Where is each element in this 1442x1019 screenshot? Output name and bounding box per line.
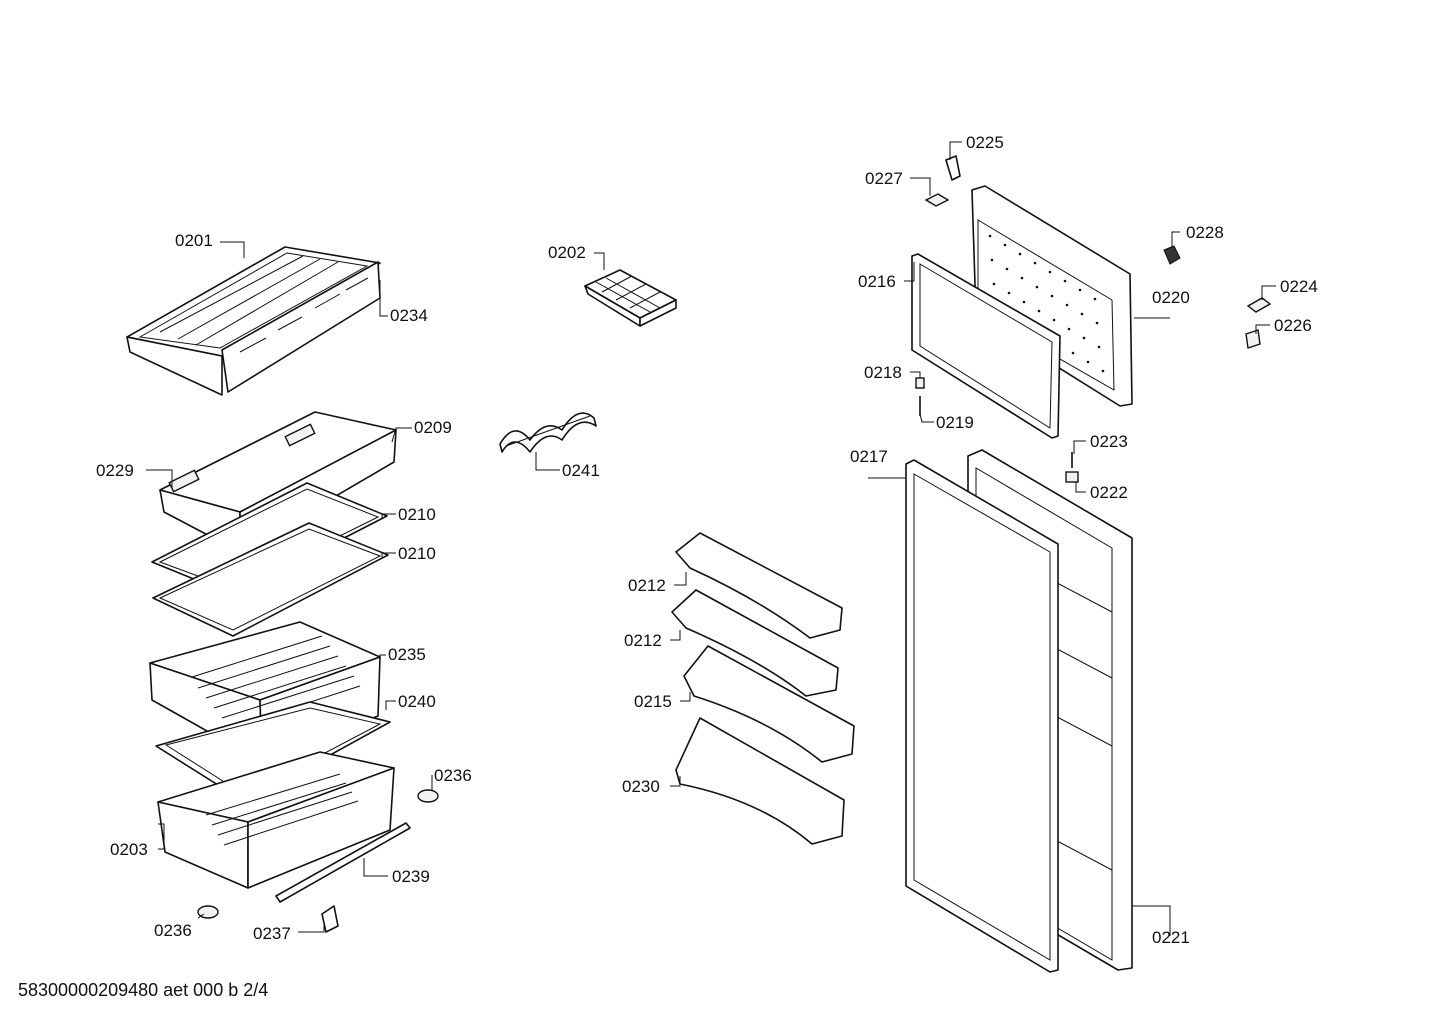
callout-0225: 0225 bbox=[966, 133, 1004, 152]
callout-0216: 0216 bbox=[858, 272, 896, 291]
document-id: 58300000209480 aet 000 b 2/4 bbox=[18, 980, 269, 1000]
part-0218-nut bbox=[915, 377, 925, 389]
callout-0241: 0241 bbox=[562, 461, 600, 480]
part-0216-freezer-gasket bbox=[911, 253, 1061, 439]
part-0203-crisper-drawer bbox=[157, 751, 395, 889]
callout-0212-upper: 0212 bbox=[628, 576, 666, 595]
part-0212-door-bin-upper bbox=[675, 532, 843, 639]
part-0215-door-bin bbox=[683, 645, 855, 763]
callout-0222: 0222 bbox=[1090, 483, 1128, 502]
callout-0230: 0230 bbox=[622, 777, 660, 796]
callout-0201: 0201 bbox=[175, 231, 213, 250]
part-0241-egg-holder bbox=[499, 412, 597, 453]
part-0225-hinge bbox=[945, 155, 961, 181]
part-0239-rail bbox=[275, 822, 411, 903]
callout-0235: 0235 bbox=[388, 645, 426, 664]
callout-0237: 0237 bbox=[253, 924, 291, 943]
callout-0239: 0239 bbox=[392, 867, 430, 886]
part-0226-cover bbox=[1245, 329, 1261, 349]
callout-0210-lower: 0210 bbox=[398, 544, 436, 563]
callout-0229: 0229 bbox=[96, 461, 134, 480]
part-0224-cover bbox=[1246, 297, 1272, 313]
part-0227-cap bbox=[924, 193, 950, 207]
part-0212-door-bin-middle bbox=[671, 589, 839, 697]
part-0217-fridge-gasket bbox=[905, 459, 1059, 973]
callout-0202: 0202 bbox=[548, 243, 586, 262]
callout-labels: 0201 0234 0202 0241 0209 0229 0210 0210 … bbox=[96, 133, 1318, 947]
callout-0227: 0227 bbox=[865, 169, 903, 188]
callout-0210-upper: 0210 bbox=[398, 505, 436, 524]
part-0236-foot-right bbox=[417, 789, 439, 803]
callout-0226: 0226 bbox=[1274, 316, 1312, 335]
callout-0215: 0215 bbox=[634, 692, 672, 711]
leader-lines bbox=[146, 141, 1276, 936]
callout-0228: 0228 bbox=[1186, 223, 1224, 242]
callout-0220: 0220 bbox=[1152, 288, 1190, 307]
callout-0223: 0223 bbox=[1090, 432, 1128, 451]
part-0202-ice-tray bbox=[584, 269, 677, 327]
callout-0236-right: 0236 bbox=[434, 766, 472, 785]
part-0240-glass-shelf bbox=[155, 701, 391, 803]
part-0222-bushing bbox=[1065, 471, 1079, 483]
callout-0224: 0224 bbox=[1280, 277, 1318, 296]
part-0230-door-bin-large bbox=[675, 717, 845, 845]
part-0210-glass-shelf-lower bbox=[152, 522, 389, 637]
part-0201-tray bbox=[126, 246, 381, 396]
callout-0236-left: 0236 bbox=[154, 921, 192, 940]
callout-0212-middle: 0212 bbox=[624, 631, 662, 650]
callout-0203: 0203 bbox=[110, 840, 148, 859]
callout-0234: 0234 bbox=[390, 306, 428, 325]
callout-0217: 0217 bbox=[850, 447, 888, 466]
callout-0219: 0219 bbox=[936, 413, 974, 432]
callout-0240: 0240 bbox=[398, 692, 436, 711]
callout-0221: 0221 bbox=[1152, 928, 1190, 947]
part-0228-hinge bbox=[1163, 245, 1181, 265]
part-0237-clip bbox=[321, 905, 339, 933]
callout-0218: 0218 bbox=[864, 363, 902, 382]
callout-0209: 0209 bbox=[414, 418, 452, 437]
